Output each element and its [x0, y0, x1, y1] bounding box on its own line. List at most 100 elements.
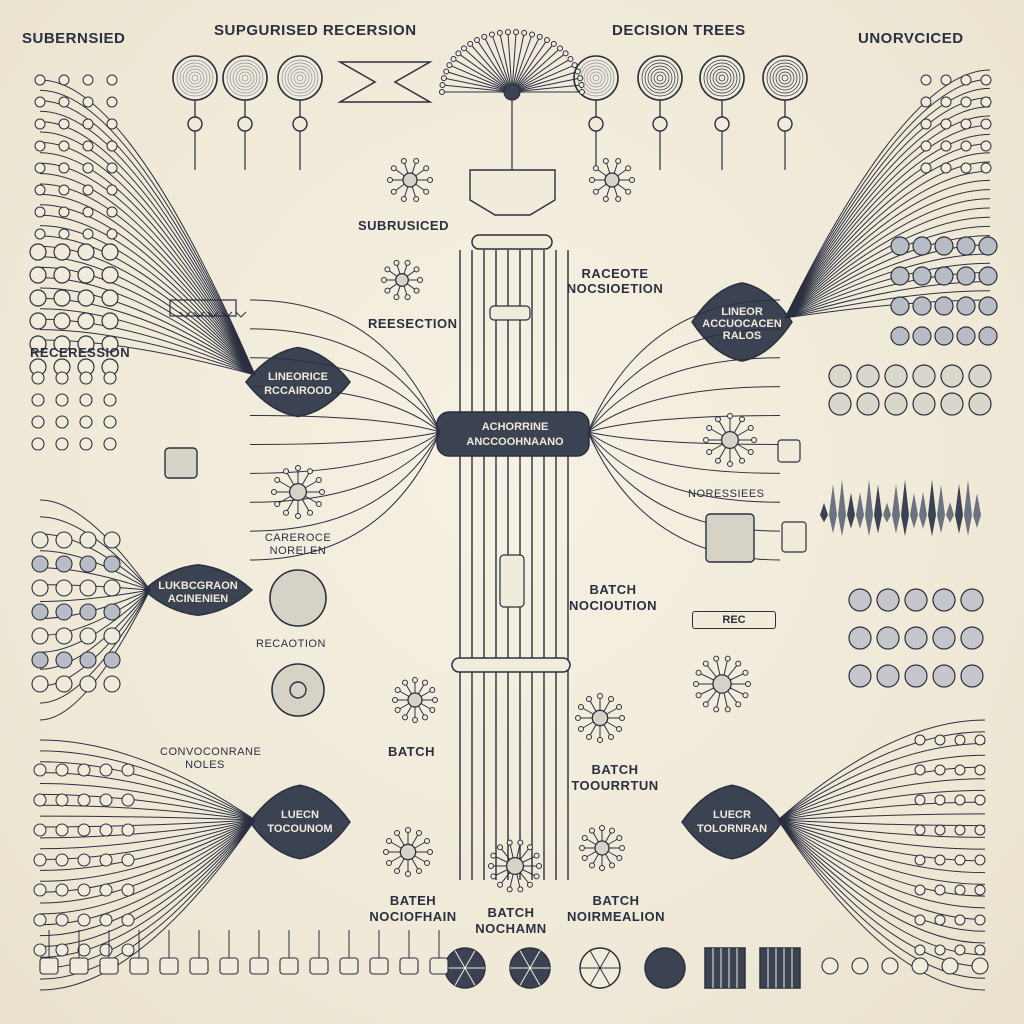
- label-batch-6: BATCH NOIRMEALION: [567, 893, 665, 924]
- neuron-node: [956, 266, 976, 286]
- burst-ray: [511, 34, 533, 93]
- medallion-node: [187, 116, 203, 132]
- neuron-node: [932, 626, 956, 650]
- flower-tip: [384, 266, 391, 273]
- neuron-node: [31, 675, 49, 693]
- flower-tip: [735, 660, 742, 667]
- neuron-node: [914, 884, 926, 896]
- fan-center-left: [249, 431, 441, 532]
- medallion-ring: [641, 59, 679, 97]
- burst-tip: [579, 89, 585, 95]
- neuron-node: [914, 824, 926, 836]
- fan-left-mid: [39, 499, 151, 591]
- neuron-node: [956, 296, 976, 316]
- medallion-node: [292, 116, 308, 132]
- medallion-ring: [182, 65, 208, 91]
- flower-tip: [422, 679, 428, 686]
- neuron-node: [954, 764, 966, 776]
- fan-left-upper: [39, 89, 256, 376]
- hub-left-mid: [142, 563, 254, 617]
- flower-tip: [713, 655, 720, 662]
- neuron-node: [848, 626, 872, 650]
- waveform-bar: [919, 492, 927, 529]
- fan-left-bottom: [39, 761, 256, 821]
- hourglass-shape: [337, 61, 433, 103]
- flower-tip: [581, 835, 588, 841]
- flower-tip: [629, 177, 635, 183]
- texture-arrow: [221, 311, 233, 318]
- neuron-node: [29, 266, 47, 284]
- neuron-node: [956, 236, 976, 256]
- bottom-medallion-spoke: [589, 967, 601, 986]
- flower-tip: [497, 881, 504, 888]
- flower-tip: [715, 416, 721, 423]
- neuron-node: [934, 794, 946, 806]
- neuron-node: [920, 118, 932, 130]
- waveform-bar: [865, 479, 873, 537]
- neuron-node: [914, 794, 926, 806]
- neuron-node: [34, 228, 46, 240]
- fan-center-left: [249, 299, 441, 433]
- burst-ray: [476, 39, 513, 93]
- fan-left-mid: [39, 567, 151, 591]
- neuron-node: [103, 371, 117, 385]
- medallion-ring: [293, 71, 307, 85]
- fan-left-bottom: [39, 819, 256, 980]
- bottom-small-icon: [159, 957, 179, 975]
- neuron-node: [960, 96, 972, 108]
- neuron-node: [904, 664, 928, 688]
- neuron-node: [934, 326, 954, 346]
- neuron-node: [29, 243, 47, 261]
- fan-left-upper: [39, 141, 256, 376]
- burst-ray: [511, 47, 561, 93]
- neuron-node: [978, 296, 998, 316]
- fan-right-bottom: [777, 719, 986, 821]
- neuron-node: [55, 603, 73, 621]
- flower-tip: [385, 860, 392, 866]
- fan-left-upper: [39, 214, 256, 376]
- flower-tip: [412, 717, 418, 723]
- flower-tip: [387, 177, 393, 183]
- neuron-node: [960, 162, 972, 174]
- fan-center-left: [249, 415, 441, 433]
- heading-decision-trees: DECISION TREES: [612, 22, 746, 39]
- neuron-node: [890, 326, 910, 346]
- neuron-node: [106, 184, 118, 196]
- burst-ray: [442, 84, 513, 93]
- neuron-node: [99, 793, 113, 807]
- burst-ray: [511, 53, 566, 93]
- burst-ray: [511, 64, 575, 93]
- flower-tip: [751, 437, 757, 443]
- neuron-node: [856, 364, 880, 388]
- hub-left-bottom: [249, 784, 351, 860]
- bottom-small-icon: [219, 957, 239, 975]
- bottom-medallion-spoke: [529, 950, 541, 969]
- label-convex-mid: CAREROCE NORELEN: [264, 532, 332, 557]
- neuron-node: [954, 734, 966, 746]
- gauge-left-lower: [271, 663, 325, 717]
- flower-tip: [616, 726, 623, 732]
- medallion-ring: [290, 68, 310, 88]
- heading-supervised: SUBERNSIED: [22, 30, 126, 47]
- medallion-ring: [644, 62, 676, 94]
- flower-tip: [295, 465, 301, 471]
- neuron-node: [55, 531, 73, 549]
- flower-tip: [490, 852, 497, 859]
- neuron-node: [912, 392, 936, 416]
- label-regression-left: RECERESSION: [30, 345, 131, 360]
- texture-box-right-2: [781, 521, 807, 553]
- neuron-node: [79, 651, 97, 669]
- burst-ray: [511, 32, 517, 93]
- flower-core: [594, 840, 610, 856]
- flower-tip: [315, 501, 322, 507]
- burst-tip: [488, 31, 495, 38]
- flower-tip: [597, 693, 603, 699]
- neuron-node: [980, 140, 992, 152]
- neuron-node: [55, 651, 73, 669]
- flower-core: [402, 172, 418, 188]
- neuron-node: [103, 603, 121, 621]
- neuron-node: [121, 943, 135, 957]
- flower-core: [407, 692, 423, 708]
- burst-tip: [557, 45, 564, 52]
- label-batch-5: BATCH NOCHAMN: [475, 905, 547, 936]
